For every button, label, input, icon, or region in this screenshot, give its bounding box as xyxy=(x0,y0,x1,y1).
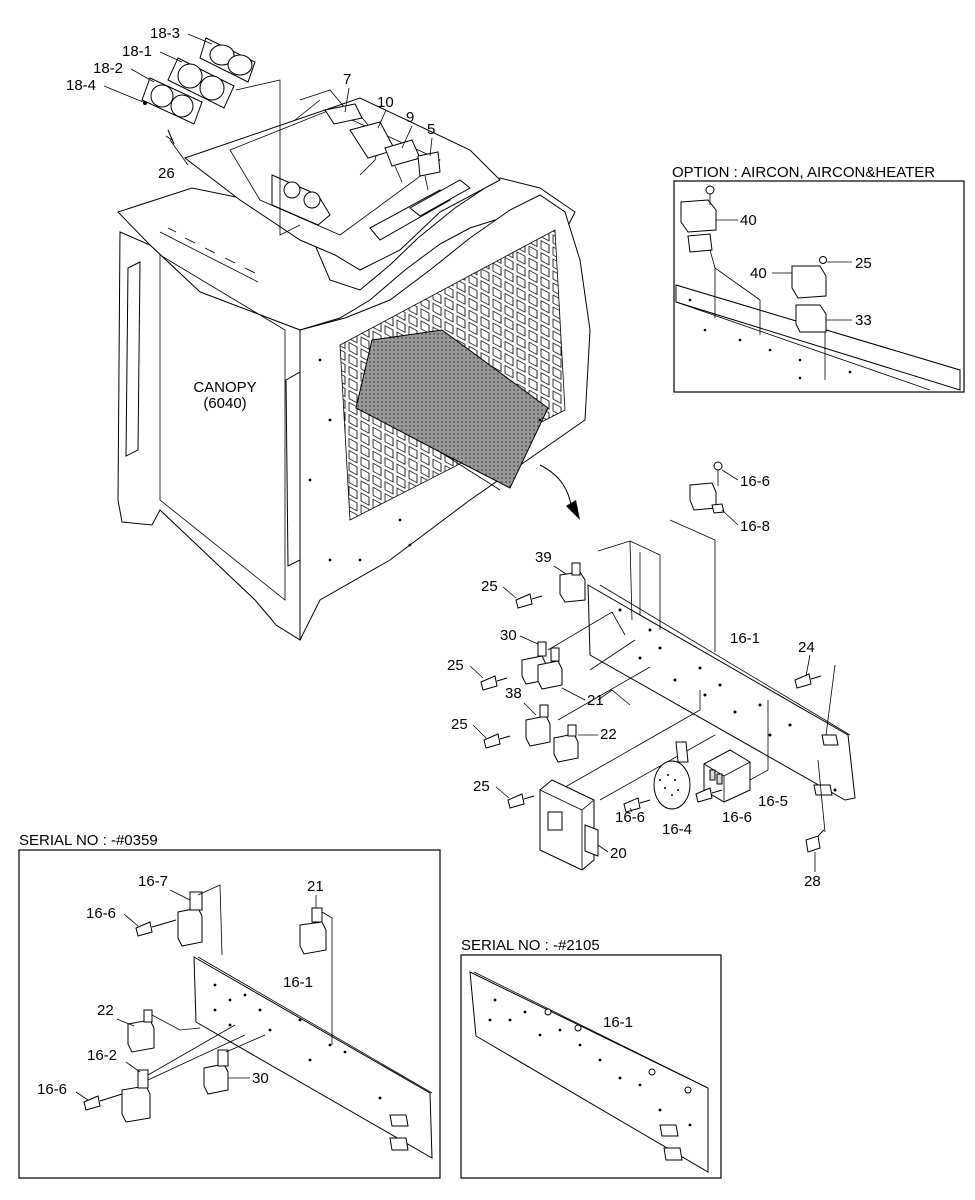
part-label: 28 xyxy=(804,873,821,890)
option-aircon-box xyxy=(673,180,965,393)
part-label: 16-6 xyxy=(722,809,752,826)
leader-lines xyxy=(75,33,852,1101)
part-label: 24 xyxy=(798,639,815,656)
option-aircon-caption: OPTION : AIRCON, AIRCON&HEATER xyxy=(672,164,935,181)
part-label: 22 xyxy=(600,726,617,743)
part-label: 25 xyxy=(481,578,498,595)
serial-2105-box xyxy=(460,954,722,1179)
part-label: 16-6 xyxy=(86,905,116,922)
part-label: 16-6 xyxy=(37,1081,67,1098)
canopy-assembly xyxy=(117,89,591,641)
part-label: 16-1 xyxy=(283,974,313,991)
part-label: 16-1 xyxy=(603,1014,633,1031)
part-label: 9 xyxy=(406,109,414,126)
part-label: 38 xyxy=(505,685,522,702)
part-label: 18-1 xyxy=(122,43,152,60)
part-label: 25 xyxy=(473,778,490,795)
part-label: 20 xyxy=(610,845,627,862)
part-label: 18-3 xyxy=(150,25,180,42)
part-label: 18-2 xyxy=(93,60,123,77)
part-label: 21 xyxy=(307,878,324,895)
canopy-label: CANOPY (6040) xyxy=(193,379,256,412)
canopy-code-label: (6040) xyxy=(203,395,246,412)
part-label: 25 xyxy=(447,657,464,674)
direction-arrow xyxy=(539,464,580,520)
part-label: 7 xyxy=(343,71,351,88)
part-label: 16-6 xyxy=(740,473,770,490)
part-number-labels: 18-3 18-1 18-2 18-4 26 7 10 9 5 40 40 25… xyxy=(37,25,872,1098)
relay-panel-assembly xyxy=(480,461,856,871)
part-label: 16-7 xyxy=(138,873,168,890)
part-label: 39 xyxy=(535,549,552,566)
part-label: 30 xyxy=(252,1070,269,1087)
part-label: 33 xyxy=(855,312,872,329)
part-label: 5 xyxy=(427,121,435,138)
part-label: 22 xyxy=(97,1002,114,1019)
part-label: 10 xyxy=(377,94,394,111)
part-label: 16-5 xyxy=(758,793,788,810)
part-label: 26 xyxy=(158,165,175,182)
serial-0359-box xyxy=(18,849,441,1179)
part-label: 16-1 xyxy=(730,630,760,647)
gauge-cluster-parts xyxy=(141,37,301,236)
serial-2105-caption: SERIAL NO : -#2105 xyxy=(461,937,600,954)
part-label: 16-6 xyxy=(615,809,645,826)
part-label: 25 xyxy=(855,255,872,272)
serial-0359-caption: SERIAL NO : -#0359 xyxy=(19,832,158,849)
part-label: 16-2 xyxy=(87,1047,117,1064)
screw-set xyxy=(480,593,825,853)
part-label: 18-4 xyxy=(66,77,96,94)
canopy-name-label: CANOPY xyxy=(193,379,256,396)
part-label: 40 xyxy=(740,212,757,229)
part-label: 16-4 xyxy=(662,821,692,838)
part-label: 25 xyxy=(451,716,468,733)
part-label: 40 xyxy=(750,265,767,282)
part-label: 16-8 xyxy=(740,518,770,535)
part-label: 21 xyxy=(587,692,604,709)
part-label: 30 xyxy=(500,627,517,644)
